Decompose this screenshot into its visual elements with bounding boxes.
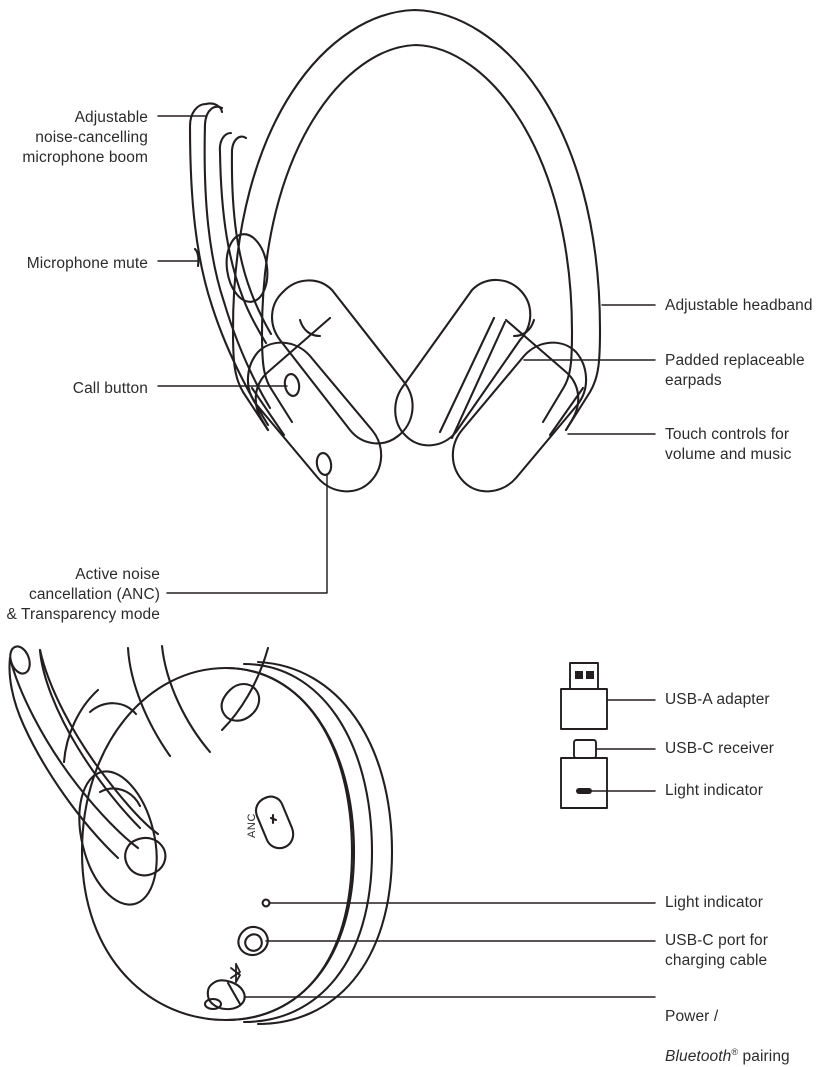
- left-slider-arm: [231, 328, 294, 437]
- callout-padded-earpads: Padded replaceable earpads: [665, 352, 805, 389]
- callout-microphone-mute: Microphone mute: [26, 255, 148, 272]
- callout-call-button: Call button: [72, 380, 148, 397]
- side-earcup-rim: [224, 660, 394, 1026]
- boom-joint: [225, 233, 269, 303]
- callout-usb-a-adapter: USB-A adapter: [665, 691, 770, 708]
- callout-microphone-boom: Adjustable noise-cancelling microphone b…: [22, 109, 148, 166]
- anc-button-marker: [315, 452, 333, 476]
- headband-inner: [260, 43, 574, 334]
- right-earcup-pad: [394, 278, 532, 447]
- side-light-indicator: [261, 898, 271, 908]
- usb-c-receiver-icon: [560, 739, 608, 809]
- power-label: Power /: [665, 1008, 719, 1025]
- right-earcup-housing: [451, 318, 588, 493]
- callout-usb-c-receiver: USB-C receiver: [665, 740, 775, 757]
- microphone-boom-tip: [204, 102, 224, 114]
- leader-lines: [157, 115, 656, 998]
- callout-light-indicator-earcup: Light indicator: [665, 894, 764, 911]
- side-touch-slot: [220, 682, 261, 722]
- callout-adjustable-headband: Adjustable headband: [665, 297, 813, 314]
- right-earcup-seam: [438, 316, 507, 440]
- leader-anc: [166, 473, 328, 594]
- bluetooth-glyph: [230, 963, 241, 983]
- microphone-mute-marker: [193, 247, 200, 268]
- anc-button-label: ANC: [246, 812, 258, 838]
- usb-a-adapter-icon: [560, 662, 608, 730]
- side-usb-c-port: [237, 925, 269, 957]
- microphone-boom: [188, 102, 272, 427]
- usb-a-contacts: [575, 671, 594, 679]
- bluetooth-wordmark: Bluetooth: [665, 1048, 732, 1065]
- call-button-marker: [283, 373, 301, 397]
- callout-usb-c-port: USB-C port for charging cable: [665, 932, 769, 969]
- side-power-switch: [203, 979, 246, 1011]
- boom-inner-rod: [218, 131, 273, 345]
- callout-anc-transparency: Active noise cancellation (ANC) & Transp…: [6, 566, 160, 623]
- registered-trademark-icon: ®: [731, 1046, 739, 1057]
- product-line-art: [8, 8, 656, 1026]
- callout-power-bluetooth-pairing: Power / Bluetooth® pairing: [665, 987, 822, 1067]
- left-earcup-housing: [246, 316, 383, 493]
- headband-outer: [231, 8, 602, 332]
- callout-touch-controls: Touch controls for volume and music: [665, 426, 792, 463]
- diagram-canvas: Adjustable noise-cancelling microphone b…: [6, 8, 813, 1065]
- left-earcup-pad: [271, 279, 414, 445]
- side-hinge: [62, 688, 138, 764]
- callout-light-indicator-receiver: Light indicator: [665, 782, 764, 799]
- side-earcup-face: [80, 666, 356, 1022]
- anc-button: [254, 795, 295, 850]
- pairing-label: pairing: [738, 1048, 790, 1065]
- usb-c-light-indicator: [576, 788, 592, 794]
